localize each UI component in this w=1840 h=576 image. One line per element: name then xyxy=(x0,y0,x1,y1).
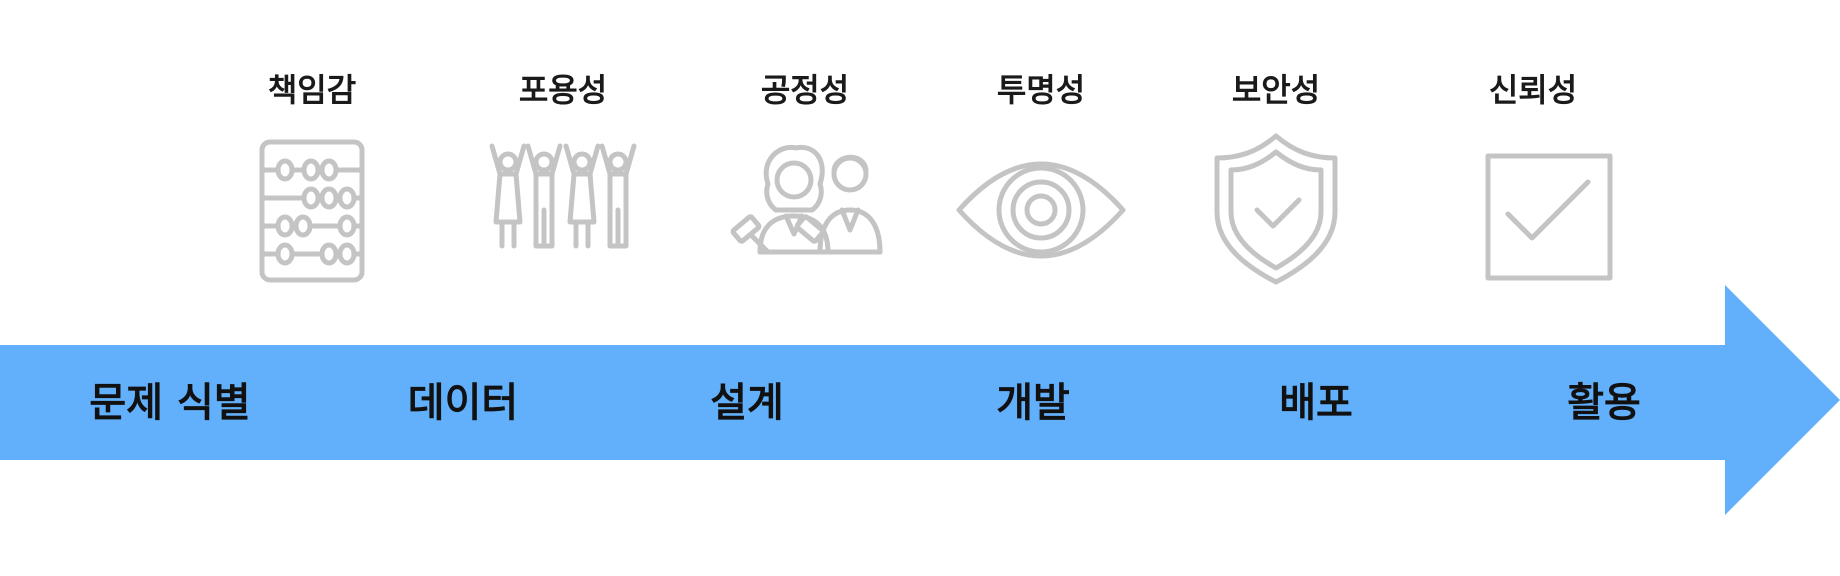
principle-label: 포용성 xyxy=(518,71,608,109)
principle-accountability: 책임감 xyxy=(212,60,412,290)
stage-problem-identification: 문제 식별 xyxy=(89,380,251,426)
stage-deployment: 배포 xyxy=(1279,380,1353,426)
principle-reliability: 신뢰성 xyxy=(1433,60,1633,290)
stage-design: 설계 xyxy=(710,380,784,426)
principle-label: 책임감 xyxy=(267,71,357,109)
principle-inclusiveness: 포용성 xyxy=(463,60,663,290)
stage-data: 데이터 xyxy=(407,380,519,426)
checkbox-icon xyxy=(1448,130,1618,290)
shield-check-icon xyxy=(1191,130,1361,290)
abacus-icon xyxy=(227,130,397,290)
principle-security: 보안성 xyxy=(1176,60,1376,290)
stage-development: 개발 xyxy=(996,380,1070,426)
process-arrow xyxy=(0,285,1840,515)
principle-transparency: 투명성 xyxy=(941,60,1141,290)
principle-fairness: 공정성 xyxy=(705,60,905,290)
principle-label: 보안성 xyxy=(1231,71,1321,109)
principle-label: 공정성 xyxy=(760,71,850,109)
principle-label: 투명성 xyxy=(996,71,1086,109)
stage-utilization: 활용 xyxy=(1567,380,1641,426)
principle-label: 신뢰성 xyxy=(1488,71,1578,109)
people-group-icon xyxy=(478,130,648,290)
judge-people-icon xyxy=(720,130,890,290)
eye-icon xyxy=(956,130,1126,290)
